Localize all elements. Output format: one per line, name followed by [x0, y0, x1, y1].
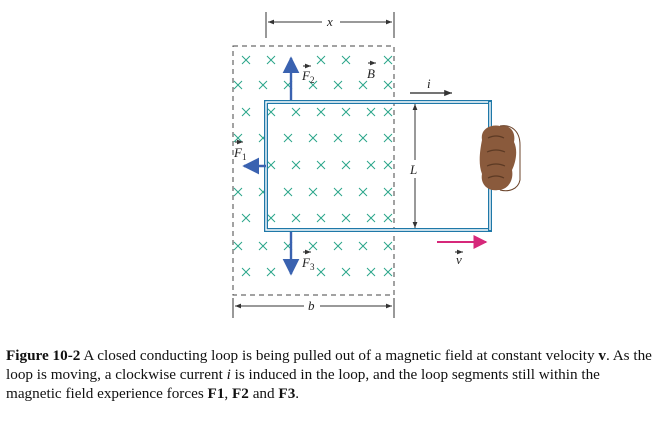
- field-cross: [366, 267, 376, 277]
- label-F1: F1: [233, 145, 246, 162]
- label-B: B: [367, 66, 375, 81]
- field-cross: [266, 160, 276, 170]
- field-cross: [266, 213, 276, 223]
- field-cross: [383, 55, 393, 65]
- caption-sep-2: and: [248, 385, 279, 402]
- caption-end: .: [295, 385, 300, 402]
- caption-F1: F1: [207, 385, 225, 402]
- label-F3: F3: [301, 255, 315, 272]
- label-L: L: [409, 162, 417, 177]
- field-cross: [358, 241, 368, 251]
- label-v: v: [456, 252, 462, 267]
- caption-text-2: . As the loop is moving, a clockwise cur…: [6, 347, 652, 383]
- dimension-b: [232, 298, 395, 318]
- field-cross: [241, 267, 251, 277]
- figure-caption: Figure 10-2 A closed conducting loop is …: [6, 346, 654, 403]
- field-cross: [366, 107, 376, 117]
- field-cross: [341, 107, 351, 117]
- label-i: i: [427, 76, 431, 91]
- field-cross: [383, 187, 393, 197]
- field-cross: [258, 241, 268, 251]
- field-cross: [383, 133, 393, 143]
- field-cross: [308, 133, 318, 143]
- hand-icon: [479, 125, 521, 192]
- field-cross: [383, 107, 393, 117]
- field-cross: [233, 241, 243, 251]
- field-cross: [283, 133, 293, 143]
- caption-text-3: is induced in the loop, and the loop seg…: [6, 366, 600, 402]
- field-cross: [316, 107, 326, 117]
- field-cross: [383, 80, 393, 90]
- field-cross: [316, 160, 326, 170]
- field-cross: [316, 213, 326, 223]
- field-cross: [341, 55, 351, 65]
- field-region: [232, 45, 395, 296]
- field-cross: [291, 107, 301, 117]
- field-cross: [358, 133, 368, 143]
- field-cross: [358, 80, 368, 90]
- field-cross: [266, 107, 276, 117]
- field-cross: [341, 213, 351, 223]
- field-cross: [333, 80, 343, 90]
- caption-F2: F2: [232, 385, 249, 402]
- label-x: x: [326, 14, 333, 29]
- field-cross: [366, 160, 376, 170]
- field-cross: [341, 160, 351, 170]
- field-cross: [383, 160, 393, 170]
- field-cross: [333, 241, 343, 251]
- loop-diagram: x b L i B v F2 F1 F3: [232, 12, 521, 318]
- field-cross: [366, 213, 376, 223]
- field-cross: [258, 80, 268, 90]
- dimension-x: [265, 12, 395, 38]
- field-cross: [283, 187, 293, 197]
- field-cross: [266, 267, 276, 277]
- field-cross: [291, 160, 301, 170]
- caption-label: Figure 10-2: [6, 347, 81, 364]
- field-cross: [266, 55, 276, 65]
- label-b: b: [308, 298, 315, 313]
- field-cross: [333, 133, 343, 143]
- field-cross: [233, 80, 243, 90]
- caption-v: v: [598, 347, 606, 364]
- field-crosses: [233, 55, 393, 277]
- label-F2: F2: [301, 68, 314, 85]
- field-cross: [383, 267, 393, 277]
- field-cross: [241, 55, 251, 65]
- field-cross: [383, 213, 393, 223]
- field-cross: [291, 213, 301, 223]
- field-cross: [316, 267, 326, 277]
- field-cross: [308, 80, 318, 90]
- field-cross: [241, 107, 251, 117]
- field-cross: [333, 187, 343, 197]
- field-cross: [316, 55, 326, 65]
- caption-i: i: [226, 366, 231, 383]
- field-cross: [383, 241, 393, 251]
- caption-sep-1: ,: [224, 385, 233, 402]
- field-cross: [233, 133, 243, 143]
- field-cross: [308, 187, 318, 197]
- field-cross: [358, 187, 368, 197]
- caption-F3: F3: [278, 385, 296, 402]
- conducting-loop: [264, 100, 492, 232]
- caption-text-1: A closed conducting loop is being pulled…: [80, 347, 599, 364]
- field-cross: [341, 267, 351, 277]
- field-cross: [308, 241, 318, 251]
- field-cross: [241, 213, 251, 223]
- field-cross: [233, 187, 243, 197]
